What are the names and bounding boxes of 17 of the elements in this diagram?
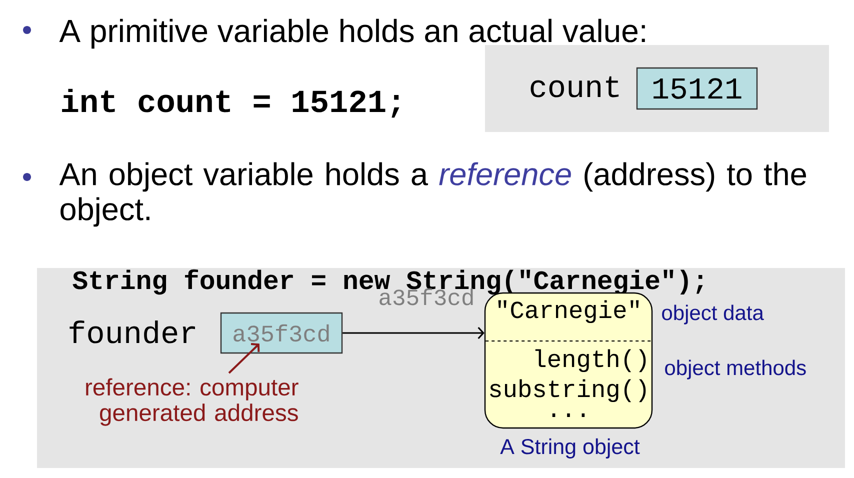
note-text: reference: computer generated address (86, 378, 298, 426)
method-name: substring() (490, 379, 646, 402)
variable-name: founder (70, 320, 195, 344)
annotation: object methods (665, 360, 806, 380)
ellipsis: ... (552, 413, 585, 417)
variable-name: count (530, 76, 619, 98)
reference-box: a35f3cd (220, 312, 343, 354)
method-name: length() (535, 349, 646, 372)
arrow (342, 326, 484, 340)
bullet-text: A primitive variable holds an actual value: (59, 18, 645, 49)
object-data: "Carnegie" (498, 300, 639, 324)
bullet-text: An object variable holds a reference (address) to the object. (59, 162, 806, 227)
leader-line (228, 343, 260, 374)
object-label: A String object (500, 438, 640, 458)
code-line: int count = 15121; (62, 88, 400, 118)
annotation: object data (662, 304, 764, 324)
value-box: 15121 (636, 67, 758, 110)
